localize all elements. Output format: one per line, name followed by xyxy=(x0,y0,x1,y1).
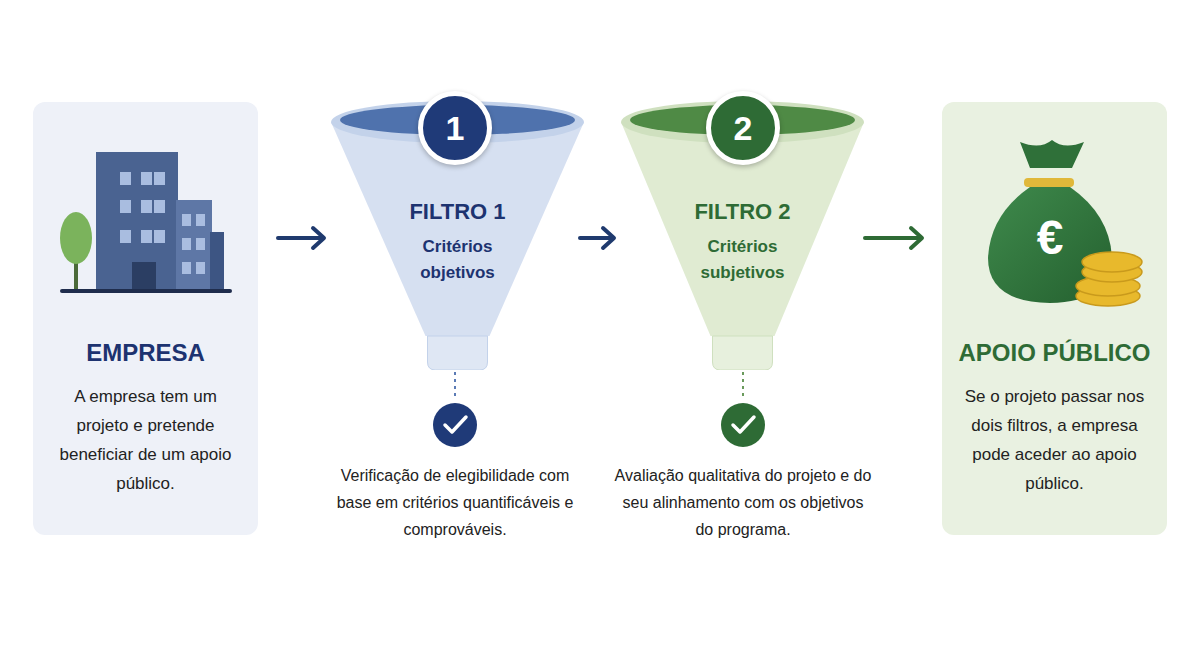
funnel-criteria: Critérios objetivos xyxy=(400,234,515,286)
building-icon xyxy=(60,152,232,293)
step-number: 1 xyxy=(418,91,492,165)
filter-description: Verificação de elegibilidade com base em… xyxy=(330,462,580,543)
company-panel: EMPRESA A empresa tem um projeto e preten… xyxy=(33,102,258,535)
panel-body: A empresa tem um projeto e pretende bene… xyxy=(55,382,236,498)
panel-body: Se o projeto passar nos dois filtros, a … xyxy=(962,382,1147,498)
step-number-text: 2 xyxy=(734,110,753,146)
panel-heading: APOIO PÚBLICO xyxy=(948,338,1161,368)
euro-sign: € xyxy=(1015,208,1085,268)
panel-heading: EMPRESA xyxy=(45,338,246,368)
step-number: 2 xyxy=(706,91,780,165)
step-number-text: 1 xyxy=(446,110,465,146)
money-bag-icon xyxy=(988,140,1142,306)
company-panel-bg xyxy=(33,102,258,535)
support-panel: APOIO PÚBLICO Se o projeto passar nos doi… xyxy=(942,102,1167,535)
funnel-heading: FILTRO 2 xyxy=(675,198,810,226)
funnel-criteria: Critérios subjetivos xyxy=(685,234,800,286)
funnel-heading: FILTRO 1 xyxy=(390,198,525,226)
flow-arrow xyxy=(580,228,614,248)
flow-arrow xyxy=(278,228,324,248)
support-panel-bg xyxy=(942,102,1167,535)
filter-description: Avaliação qualitativa do projeto e do se… xyxy=(612,462,874,543)
flow-arrow xyxy=(865,228,922,248)
check-markers xyxy=(433,372,765,447)
